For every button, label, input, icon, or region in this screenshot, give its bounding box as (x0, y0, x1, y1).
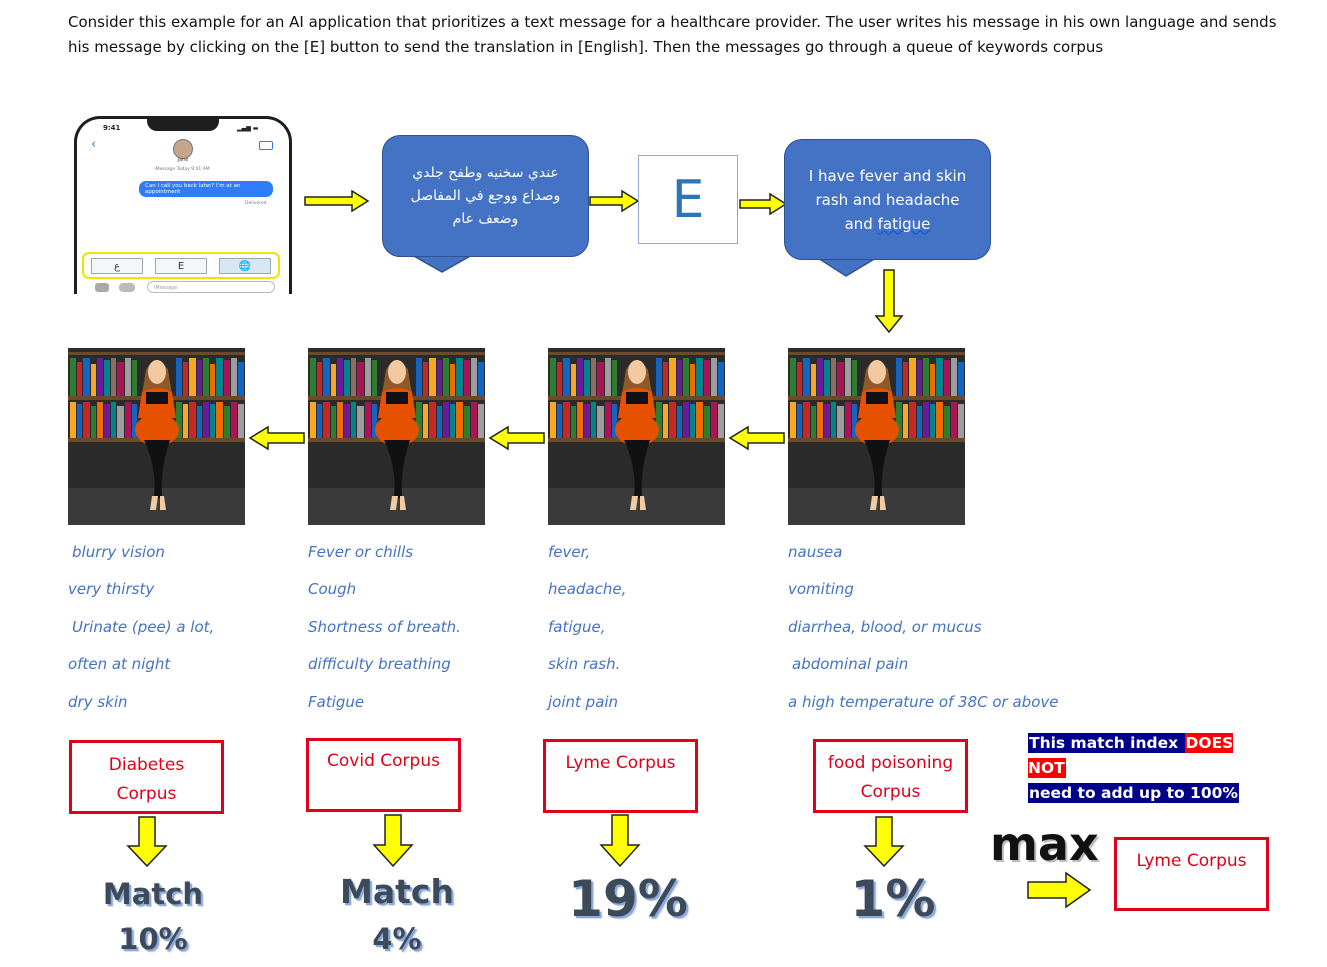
corpus-label: Corpus (116, 784, 177, 804)
library-illustration (68, 348, 245, 525)
phone-notch (147, 119, 219, 131)
food-poisoning-corpus-box: food poisoning Corpus (813, 739, 968, 813)
corpus-label: Diabetes (108, 755, 185, 775)
corpus-label: Corpus (860, 782, 921, 802)
match-percent: 1% (850, 870, 936, 928)
app-store-icon[interactable] (119, 283, 135, 292)
english-message-text: I have fever and skin rash and headache … (808, 166, 967, 233)
message-bubble: Can I call you back later? I'm at an app… (139, 181, 273, 197)
list-item: Cough (308, 580, 357, 598)
list-item: dry skin (68, 693, 128, 711)
list-item: skin rash. (548, 655, 621, 673)
list-item: headache, (548, 580, 627, 598)
list-item: vomiting (788, 580, 854, 598)
contact-name: Jane (177, 157, 189, 163)
list-item: nausea (788, 543, 843, 561)
arrow-right-icon (589, 189, 640, 213)
phone-mockup: 9:41 ▂▄▆ ▬ ‹ Jane iMessage Today 9:41 AM… (74, 116, 292, 294)
list-item: a high temperature of 38C or above (788, 693, 1059, 711)
arrow-down-icon (874, 269, 904, 334)
diabetes-corpus-box: Diabetes Corpus (69, 740, 224, 814)
list-item: very thirsty (68, 580, 155, 598)
list-item: Fever or chills (308, 543, 414, 561)
arrow-down-icon (863, 816, 905, 868)
list-item: abdominal pain (792, 655, 909, 673)
match-label: Match (102, 877, 204, 911)
phone-time: 9:41 (103, 124, 121, 132)
callout-tail (409, 254, 475, 273)
lyme-corpus-box: Lyme Corpus (543, 739, 698, 813)
message-input[interactable]: iMessage (147, 281, 275, 293)
arrow-right-icon (304, 189, 370, 213)
english-message-underlined: fatigue (877, 214, 931, 233)
english-key[interactable]: E (155, 258, 207, 274)
arrow-left-icon (488, 425, 545, 451)
list-item: Shortness of breath. (308, 618, 461, 636)
list-item: blurry vision (72, 543, 165, 561)
callout-tail (815, 257, 879, 277)
list-item: fever, (548, 543, 591, 561)
list-item: diarrhea, blood, or mucus (788, 618, 982, 636)
note-text: This match index (1028, 733, 1185, 753)
covid-corpus-box: Covid Corpus (306, 738, 461, 812)
list-item: Fatigue (308, 693, 365, 711)
max-label: max (990, 817, 1099, 871)
match-index-note: This match index DOES NOT need to add up… (1028, 731, 1258, 806)
library-illustration (308, 348, 485, 525)
back-chevron-icon[interactable]: ‹ (91, 137, 97, 152)
list-item: joint pain (548, 693, 619, 711)
corpus-label: Lyme Corpus (565, 753, 676, 773)
imessage-label: iMessage Today 9:41 AM (154, 167, 210, 172)
arrow-right-icon (739, 192, 788, 216)
match-percent: 10% (118, 922, 188, 956)
match-label: Match (340, 872, 454, 911)
arrow-left-icon (728, 425, 785, 451)
arrow-down-icon (372, 814, 414, 868)
english-message-callout: I have fever and skin rash and headache … (784, 139, 991, 260)
arrow-right-icon (1027, 871, 1092, 909)
camera-icon[interactable] (95, 283, 109, 292)
list-item: fatigue, (548, 618, 606, 636)
arabic-message-callout: عندي سخنيه وطفح جلدي وصداع ووجع في المفا… (382, 135, 589, 257)
list-item: Urinate (pee) a lot, (72, 618, 215, 636)
arrow-down-icon (599, 814, 641, 868)
list-item: difficulty breathing (308, 655, 451, 673)
avatar (173, 139, 193, 159)
library-illustration (788, 348, 965, 525)
note-text: need to add up to 100% (1028, 783, 1239, 803)
intro-paragraph: Consider this example for an AI applicat… (68, 13, 1277, 56)
corpus-label: food poisoning (827, 753, 954, 773)
arrow-left-icon (248, 425, 305, 451)
globe-key-icon[interactable]: 🌐 (219, 258, 271, 274)
list-item: often at night (68, 655, 171, 673)
english-translate-button[interactable]: E (638, 155, 738, 244)
language-key-group (82, 252, 280, 279)
corpus-label: Covid Corpus (327, 751, 440, 771)
match-percent: 19% (568, 870, 688, 928)
library-illustration (548, 348, 725, 525)
delivered-label: Delivered (245, 201, 267, 206)
result-corpus-box: Lyme Corpus (1114, 837, 1269, 911)
arabic-key[interactable]: ع (91, 258, 143, 274)
corpus-label: Lyme Corpus (1136, 851, 1247, 871)
signal-icon: ▂▄▆ ▬ (237, 125, 259, 132)
video-call-icon[interactable] (259, 141, 273, 150)
arrow-down-icon (126, 816, 168, 868)
match-percent: 4% (372, 922, 422, 956)
